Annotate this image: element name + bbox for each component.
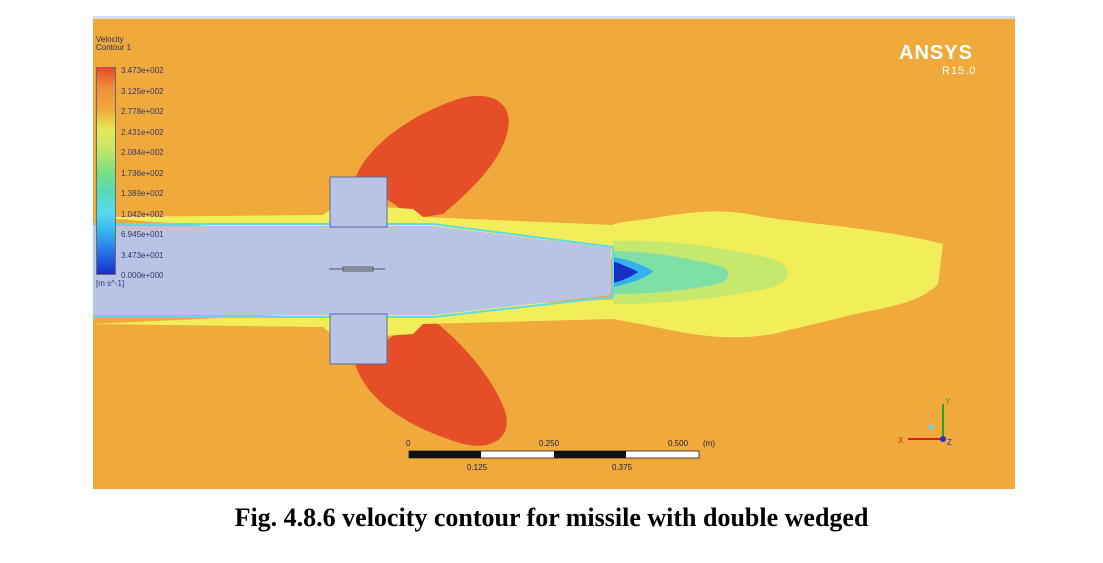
legend-label: 2.084e+002	[121, 148, 164, 157]
contour-plot: Y X Z	[93, 95, 952, 459]
axis-y-label: Y	[945, 397, 951, 406]
axis-x-label: X	[898, 436, 904, 445]
legend-label: 1.042e+002	[121, 210, 164, 219]
upper-high-velocity-lobe	[355, 95, 509, 219]
ansys-logo: ANSYS	[899, 42, 973, 64]
legend-label: 1.736e+002	[121, 169, 164, 178]
scale-label-0: 0	[406, 439, 411, 448]
legend-label: 0.000e+000	[121, 271, 164, 280]
axis-triad: Y X Z	[898, 397, 952, 447]
scale-label-0375: 0.375	[612, 463, 633, 472]
legend-label: 6.945e+001	[121, 230, 164, 239]
scale-label-0500: 0.500	[668, 439, 689, 448]
ansys-version: R15.0	[942, 65, 977, 77]
upper-fin	[329, 176, 388, 228]
scale-units: (m)	[703, 439, 715, 448]
legend-label: 2.431e+002	[121, 128, 164, 137]
legend-label: 1.389e+002	[121, 189, 164, 198]
axis-z-label: Z	[947, 438, 952, 447]
wake-deep-blue	[613, 261, 638, 283]
axis-marker	[329, 266, 385, 272]
legend-title: Velocity Contour 1	[96, 35, 132, 52]
lower-fin	[329, 313, 388, 365]
legend-label: 3.473e+002	[121, 66, 164, 75]
lower-high-velocity-lobe	[355, 319, 507, 446]
scale-label-0250: 0.250	[539, 439, 560, 448]
velocity-contour-figure: Y X Z Velocity Contour 1 3.473e+002 3.12…	[93, 16, 1015, 489]
scale-bar	[408, 450, 700, 459]
legend-label: 2.778e+002	[121, 107, 164, 116]
figure-caption: Fig. 4.8.6 velocity contour for missile …	[234, 503, 869, 532]
wake-cyan-core	[613, 251, 729, 294]
legend-colorbar	[96, 67, 116, 275]
scale-label-0125: 0.125	[467, 463, 488, 472]
legend-label: 3.125e+002	[121, 87, 164, 96]
legend-label: 3.473e+001	[121, 251, 164, 260]
legend-units: [m s^-1]	[96, 279, 125, 288]
